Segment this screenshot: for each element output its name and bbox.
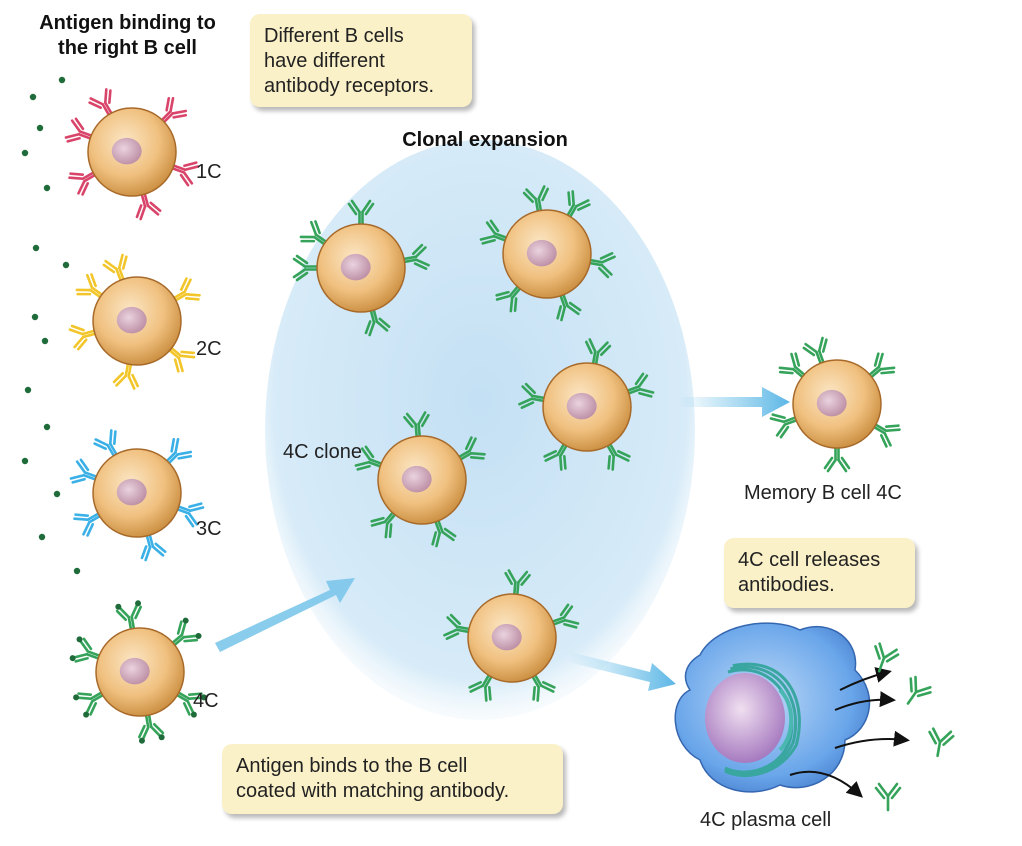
clone-cell-2 xyxy=(479,185,616,322)
clone-cell-5-nucleus xyxy=(491,623,522,651)
clone-cell-2-nucleus xyxy=(526,239,557,267)
memory-b-cell-receptor xyxy=(823,444,851,473)
callout-receptors-line-2: have different xyxy=(264,50,385,72)
label-plasma-cell: 4C plasma cell xyxy=(700,809,832,831)
clone-cell-4-nucleus xyxy=(401,465,432,493)
b-cell-2c-receptor xyxy=(166,345,196,373)
clone-cell-5-receptor xyxy=(443,613,473,641)
clone-cell-3 xyxy=(518,338,655,471)
b-cell-1c xyxy=(64,88,200,221)
b-cell-4c-nucleus xyxy=(119,657,150,685)
antigen-dot xyxy=(24,386,32,394)
callout-receptors-line-3: antibody receptors. xyxy=(264,75,435,97)
arrow-to-clone xyxy=(215,578,355,652)
free-antigens xyxy=(21,76,81,575)
antigen-dot xyxy=(53,490,61,498)
clone-cell-1 xyxy=(292,199,430,337)
clonal-expansion-heading: Clonal expansion xyxy=(402,129,568,151)
clone-cell-3-receptor xyxy=(518,382,548,410)
antigen-dot xyxy=(41,337,49,345)
b-cell-3c-receptor xyxy=(140,531,167,562)
release-arrow xyxy=(834,730,910,749)
clone-cell-1-receptor xyxy=(364,306,391,337)
antigen-dot xyxy=(38,533,46,541)
clone-cell-4-receptor xyxy=(354,445,385,471)
memory-b-cell xyxy=(769,336,901,473)
antigen-dot xyxy=(43,184,51,192)
label-3c: 3C xyxy=(196,518,222,540)
b-cell-4c xyxy=(69,600,207,744)
antigen-dot xyxy=(73,567,81,575)
plasma-cell xyxy=(674,622,871,793)
clone-cell-1-receptor xyxy=(347,199,375,228)
callout-releases: 4C cell releases antibodies. xyxy=(724,538,915,608)
label-2c: 2C xyxy=(196,338,222,360)
callout-binds-line-2: coated with matching antibody. xyxy=(236,780,510,802)
page-title: Antigen binding to the right B cell xyxy=(20,11,235,61)
title-line-1: Antigen binding to xyxy=(39,12,216,34)
antigen-dot xyxy=(62,261,70,269)
label-4c: 4C xyxy=(193,690,219,712)
antigen-dot xyxy=(32,244,40,252)
clone-cell-4-receptor xyxy=(370,509,398,539)
secreted-antibody xyxy=(874,642,900,673)
callout-receptors-line-1: Different B cells xyxy=(264,25,404,47)
secreted-antibody xyxy=(874,782,902,812)
memory-b-cell-nucleus xyxy=(816,389,847,417)
release-arrow xyxy=(839,667,892,691)
callout-releases-line-2: antibodies. xyxy=(738,574,835,596)
antigen-dot xyxy=(31,313,39,321)
arrow-to-plasma xyxy=(568,652,676,691)
b-cell-3c xyxy=(69,429,205,562)
arrow-to-memory xyxy=(678,387,790,417)
b-cell-4c-receptor xyxy=(115,600,143,633)
antigen-dot xyxy=(43,423,51,431)
b-cell-2c-receptor xyxy=(171,277,201,303)
clone-cell-4 xyxy=(354,411,486,548)
callout-receptors: Different B cells have different antibod… xyxy=(250,14,472,107)
b-cell-2c xyxy=(68,253,201,390)
callout-binds: Antigen binds to the B cell coated with … xyxy=(222,744,563,814)
antigen-dot xyxy=(21,457,29,465)
release-arrow xyxy=(834,691,896,711)
title-line-2: the right B cell xyxy=(58,37,197,59)
clone-cell-1-nucleus xyxy=(340,253,371,281)
secreted-antibody xyxy=(906,675,932,705)
antigen-dot xyxy=(58,76,66,84)
antigen-dot xyxy=(29,93,37,101)
callout-binds-line-1: Antigen binds to the B cell xyxy=(236,755,468,777)
clone-cell-3-nucleus xyxy=(566,392,597,420)
callout-releases-line-1: 4C cell releases xyxy=(738,549,881,571)
b-cell-2c-receptor xyxy=(68,324,99,351)
label-1c: 1C xyxy=(196,161,222,183)
b-cell-3c-nucleus xyxy=(116,478,147,506)
endoplasmic-reticulum xyxy=(724,662,801,778)
antigen-dot xyxy=(36,124,44,132)
antigen-dot xyxy=(21,149,29,157)
b-cell-2c-nucleus xyxy=(116,306,147,334)
secreted-antibody xyxy=(928,727,955,758)
label-memory-b-cell: Memory B cell 4C xyxy=(744,482,902,504)
clone-cell-5 xyxy=(443,569,580,702)
clone-cell-2-receptor xyxy=(479,219,510,245)
b-cell-1c-receptor xyxy=(169,161,200,187)
b-cell-1c-nucleus xyxy=(111,137,142,165)
b-cell-4c-receptor xyxy=(169,617,202,648)
plasma-nucleus xyxy=(705,673,785,763)
release-arrow xyxy=(789,770,863,798)
label-4c-clone: 4C clone xyxy=(283,441,362,463)
